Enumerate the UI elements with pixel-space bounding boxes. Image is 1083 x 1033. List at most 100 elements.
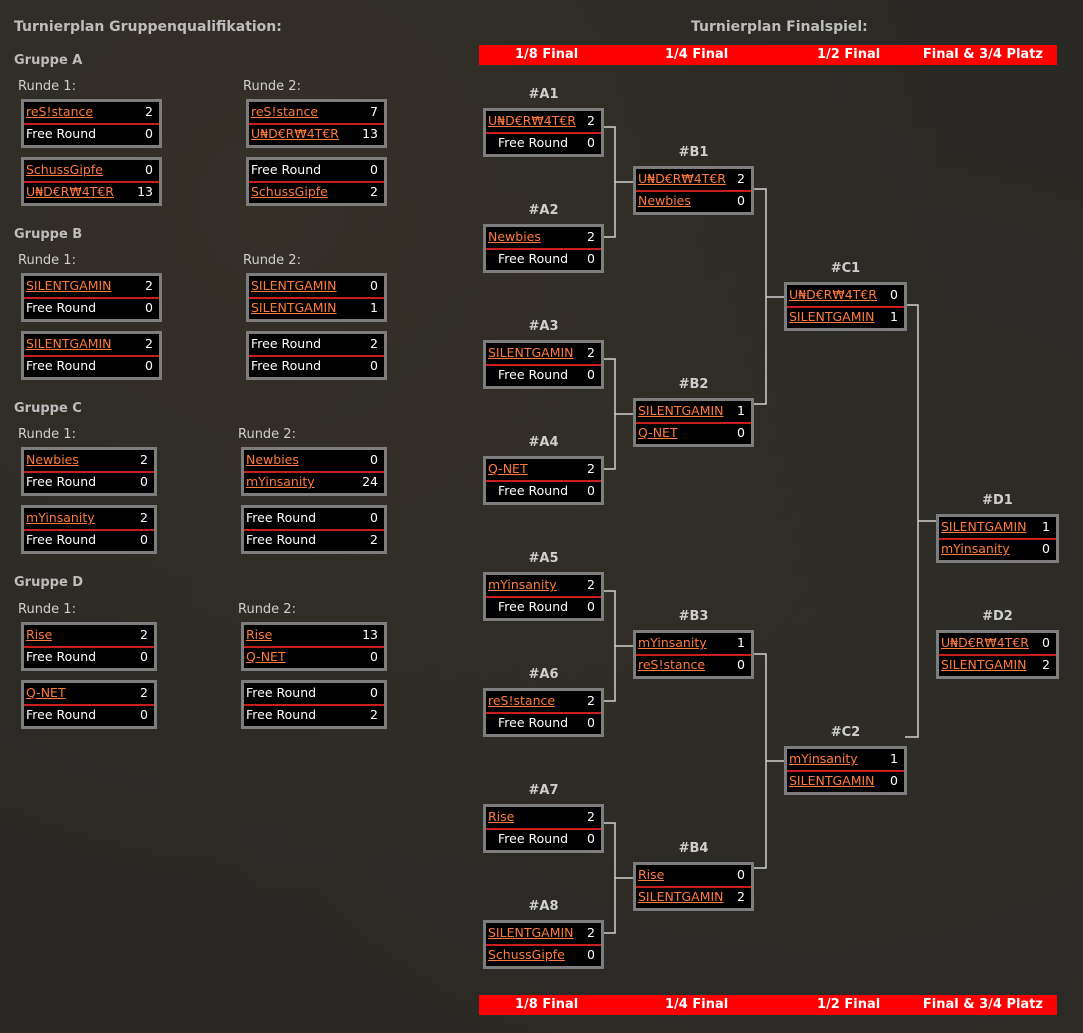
team-link[interactable]: SILENTGAMIN <box>789 309 875 324</box>
team-score: 2 <box>587 113 595 128</box>
team-score: 1 <box>890 751 898 766</box>
team-link[interactable]: SILENTGAMIN <box>26 336 112 351</box>
team-link[interactable]: SILENTGAMIN <box>638 889 724 904</box>
team-score: 0 <box>370 510 378 525</box>
team-score: 2 <box>587 925 595 940</box>
match-label: #A4 <box>528 435 559 450</box>
team-score: 0 <box>140 474 148 489</box>
team-link[interactable]: SILENTGAMIN <box>26 278 112 293</box>
team-score: 2 <box>587 693 595 708</box>
team-link[interactable]: Rise <box>246 627 273 642</box>
team-link[interactable]: SILENTGAMIN <box>251 300 337 315</box>
free-round-label: Free Round <box>498 599 569 614</box>
team-link[interactable]: mYinsanity <box>941 541 1010 556</box>
team-link[interactable]: SILENTGAMIN <box>941 519 1027 534</box>
match-row: mYinsanity 0 <box>939 539 1056 559</box>
team-score: 0 <box>140 649 148 664</box>
free-round-label: Free Round <box>498 715 569 730</box>
team-link[interactable]: reS!stance <box>488 693 556 708</box>
team-link[interactable]: SILENTGAMIN <box>488 925 574 940</box>
team-link[interactable]: U₦D€R₩4T€R <box>789 287 877 302</box>
group-c-round1-label: Runde 1: <box>18 427 76 442</box>
team-link[interactable]: SILENTGAMIN <box>638 403 724 418</box>
team-score: 2 <box>370 184 378 199</box>
team-link[interactable]: reS!stance <box>638 657 706 672</box>
team-link[interactable]: U₦D€R₩4T€R <box>941 635 1029 650</box>
team-link[interactable]: Rise <box>488 809 515 824</box>
stage-label-semi: 1/2 Final <box>817 47 881 62</box>
team-score: 2 <box>140 452 148 467</box>
team-link[interactable]: mYinsanity <box>246 474 315 489</box>
stage-header-bottom: 1/8 Final 1/4 Final 1/2 Final Final & 3/… <box>479 995 1057 1015</box>
team-score: 2 <box>145 104 153 119</box>
team-score: 0 <box>1042 635 1050 650</box>
team-link[interactable]: Newbies <box>638 193 691 208</box>
team-score: 2 <box>140 510 148 525</box>
team-link[interactable]: U₦D€R₩4T€R <box>251 126 339 141</box>
team-score: 7 <box>370 104 378 119</box>
team-link[interactable]: Rise <box>638 867 665 882</box>
team-link[interactable]: SILENTGAMIN <box>789 773 875 788</box>
match-row: Q-NET 2 <box>486 459 601 482</box>
free-round-label: Free Round <box>498 831 569 846</box>
team-link[interactable]: SILENTGAMIN <box>251 278 337 293</box>
team-link[interactable]: U₦D€R₩4T€R <box>26 184 114 199</box>
team-link[interactable]: Q-NET <box>638 425 678 440</box>
match-label: #A7 <box>528 783 559 798</box>
team-link[interactable]: mYinsanity <box>26 510 95 525</box>
team-score: 0 <box>1042 541 1050 556</box>
team-link[interactable]: Rise <box>26 627 53 642</box>
team-score: 13 <box>137 184 153 199</box>
team-link[interactable]: U₦D€R₩4T€R <box>488 113 576 128</box>
group-c-round2-label: Runde 2: <box>238 427 296 442</box>
match-label: #A6 <box>528 667 559 682</box>
match-label: #A1 <box>528 87 559 102</box>
team-link[interactable]: SchussGipfe <box>488 947 565 962</box>
team-score: 2 <box>587 345 595 360</box>
match-row: Newbies 2 <box>24 450 154 473</box>
team-score: 2 <box>587 809 595 824</box>
team-link[interactable]: mYinsanity <box>488 577 557 592</box>
team-link[interactable]: SchussGipfe <box>26 162 103 177</box>
team-link[interactable]: mYinsanity <box>638 635 707 650</box>
team-link[interactable]: mYinsanity <box>789 751 858 766</box>
team-link[interactable]: SchussGipfe <box>251 184 328 199</box>
team-link[interactable]: reS!stance <box>26 104 94 119</box>
team-link[interactable]: Newbies <box>246 452 299 467</box>
team-link[interactable]: Q-NET <box>488 461 528 476</box>
match-label: #A2 <box>528 203 559 218</box>
match-row: Free Round 0 <box>24 472 154 492</box>
team-link[interactable]: SILENTGAMIN <box>941 657 1027 672</box>
team-link[interactable]: Newbies <box>488 229 541 244</box>
match-label: #B1 <box>678 145 709 160</box>
team-link[interactable]: SILENTGAMIN <box>488 345 574 360</box>
team-link[interactable]: reS!stance <box>251 104 319 119</box>
free-round-label: Free Round <box>26 474 97 489</box>
team-link[interactable]: Newbies <box>26 452 79 467</box>
team-score: 0 <box>370 358 378 373</box>
team-link[interactable]: Q-NET <box>246 649 286 664</box>
team-score: 0 <box>140 707 148 722</box>
free-round-label: Free Round <box>246 532 317 547</box>
team-score: 2 <box>587 461 595 476</box>
team-score: 0 <box>587 715 595 730</box>
team-link[interactable]: U₦D€R₩4T€R <box>638 171 726 186</box>
team-link[interactable]: Q-NET <box>26 685 66 700</box>
